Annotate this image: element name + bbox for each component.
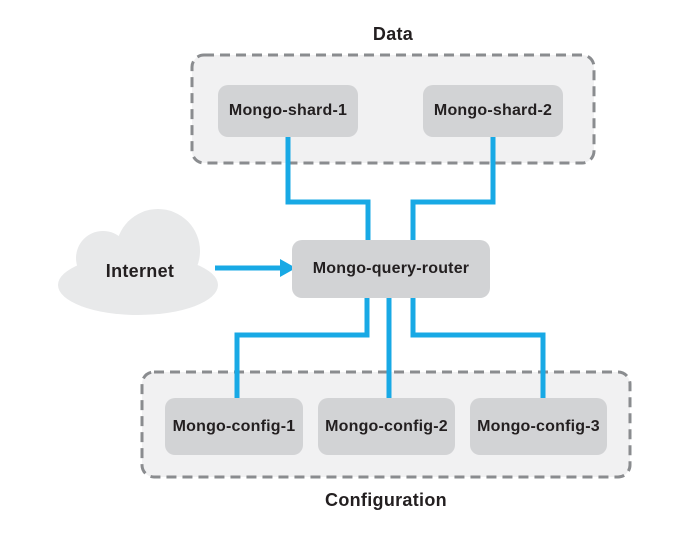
node-mongo-config-3: Mongo-config-3 (470, 398, 607, 455)
node-mongo-config-1: Mongo-config-1 (165, 398, 303, 455)
internet-label: Internet (105, 261, 175, 281)
node-mongo-query-router: Mongo-query-router (292, 240, 490, 298)
node-mongo-query-router-label: Mongo-query-router (312, 260, 470, 277)
edge-shard1-router (285, 136, 371, 243)
node-mongo-config-1-label: Mongo-config-1 (172, 417, 296, 435)
edge-router-config3 (410, 295, 546, 401)
configuration-group-label: Configuration (325, 490, 447, 510)
node-mongo-shard-2-label: Mongo-shard-2 (433, 102, 553, 119)
edge-shard2-router (410, 136, 496, 243)
node-mongo-config-3-label: Mongo-config-3 (477, 417, 600, 435)
edge-router-config1 (234, 295, 370, 401)
data-group-label: Data (372, 24, 414, 44)
node-mongo-config-2: Mongo-config-2 (318, 398, 455, 455)
node-mongo-shard-2: Mongo-shard-2 (423, 85, 563, 137)
node-mongo-config-2-label: Mongo-config-2 (325, 417, 448, 435)
node-mongo-shard-1-label: Mongo-shard-1 (228, 102, 348, 119)
node-mongo-shard-1: Mongo-shard-1 (218, 85, 358, 137)
